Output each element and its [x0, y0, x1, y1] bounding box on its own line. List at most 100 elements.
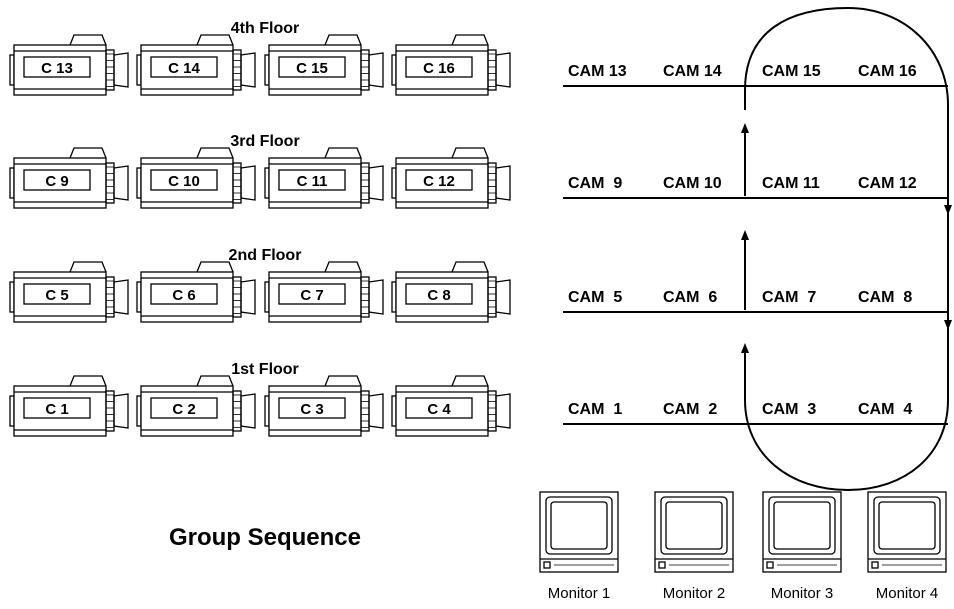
monitor-screen — [773, 501, 831, 550]
camera-label: C 16 — [423, 60, 455, 77]
cam-label: CAM 4 — [858, 401, 912, 418]
floor-label: 3rd Floor — [230, 133, 299, 150]
camera-mount — [196, 34, 234, 46]
cam-label: CAM 11 — [762, 175, 820, 192]
floor-label: 1st Floor — [231, 361, 299, 378]
camera-lens-ring — [105, 49, 115, 91]
camera-label: C 14 — [168, 60, 200, 77]
camera-mount — [451, 261, 489, 273]
camera-label: C 7 — [300, 287, 323, 304]
camera-lens-ring — [105, 276, 115, 318]
camera-lens — [495, 279, 511, 315]
camera-mount — [196, 375, 234, 387]
camera-label-box — [23, 283, 91, 305]
camera: C 10 — [136, 147, 256, 209]
camera-label: C 11 — [297, 173, 328, 190]
camera-label: C 12 — [423, 173, 455, 190]
camera-label: C 5 — [45, 287, 68, 304]
camera-lens-ring — [360, 162, 370, 204]
camera: C 5 — [9, 261, 129, 323]
cam-label: CAM 3 — [762, 401, 816, 418]
camera-label-box — [405, 283, 473, 305]
monitor-label: Monitor 1 — [548, 585, 611, 602]
power-button-icon — [766, 561, 774, 569]
camera: C 16 — [391, 34, 511, 96]
monitor-bezel — [768, 496, 836, 555]
monitor-case — [762, 491, 842, 573]
camera-lens — [368, 393, 384, 429]
cam-label: CAM 10 — [663, 175, 722, 192]
monitor-screen — [878, 501, 936, 550]
camera-mount — [451, 147, 489, 159]
camera-lens — [240, 165, 256, 201]
camera-label: C 2 — [172, 401, 195, 418]
cam-row: CAM 9 CAM 10 CAM 11 CAM 12 — [563, 175, 948, 199]
camera-lens — [113, 279, 129, 315]
camera-lens-ring — [232, 390, 242, 432]
camera-label-box — [278, 56, 346, 78]
camera-lens-ring — [487, 390, 497, 432]
sequence-loop-top — [744, 6, 952, 215]
camera-label-box — [278, 283, 346, 305]
camera-lens-ring — [105, 390, 115, 432]
monitor-label: Monitor 2 — [663, 585, 726, 602]
camera: C 11 — [264, 147, 384, 209]
monitor-case — [867, 491, 947, 573]
camera-label-box — [150, 397, 218, 419]
camera: C 3 — [264, 375, 384, 437]
camera-label-box — [405, 397, 473, 419]
camera-lens — [113, 165, 129, 201]
monitor: Monitor 2 — [654, 491, 734, 602]
cam-label: CAM 6 — [663, 289, 717, 306]
camera: C 1 — [9, 375, 129, 437]
camera: C 12 — [391, 147, 511, 209]
monitor: Monitor 4 — [867, 491, 947, 602]
monitor-label: Monitor 3 — [771, 585, 834, 602]
camera-mount — [69, 261, 107, 273]
camera-lens-ring — [232, 49, 242, 91]
camera-lens-ring — [487, 49, 497, 91]
monitor-case — [654, 491, 734, 573]
cam-label: CAM 12 — [858, 175, 917, 192]
camera-lens — [368, 52, 384, 88]
camera-lens — [113, 52, 129, 88]
camera-label: C 13 — [41, 60, 73, 77]
cam-label: CAM 8 — [858, 289, 912, 306]
camera-lens-ring — [360, 276, 370, 318]
camera-mount — [451, 34, 489, 46]
monitor-bezel — [660, 496, 728, 555]
power-button-icon — [543, 561, 551, 569]
camera-lens — [240, 279, 256, 315]
monitor: Monitor 1 — [539, 491, 619, 602]
camera-lens — [495, 165, 511, 201]
group-sequence-title: Group Sequence — [169, 524, 361, 551]
camera-label: C 15 — [296, 60, 328, 77]
camera-mount — [69, 375, 107, 387]
camera: C 2 — [136, 375, 256, 437]
camera-lens-ring — [360, 49, 370, 91]
power-button-icon — [658, 561, 666, 569]
camera-lens-ring — [105, 162, 115, 204]
camera-label-box — [23, 56, 91, 78]
camera-lens-ring — [360, 390, 370, 432]
camera-lens — [368, 279, 384, 315]
camera-label: C 1 — [45, 401, 68, 418]
camera-label-box — [405, 169, 473, 191]
camera: C 15 — [264, 34, 384, 96]
camera-label-box — [23, 169, 91, 191]
camera: C 13 — [9, 34, 129, 96]
camera: C 6 — [136, 261, 256, 323]
camera-lens-ring — [487, 276, 497, 318]
camera-lens-ring — [487, 162, 497, 204]
cam-label: CAM 15 — [762, 63, 821, 80]
camera-lens — [113, 393, 129, 429]
camera-mount — [324, 147, 362, 159]
camera-label-box — [150, 283, 218, 305]
cam-label: CAM 9 — [568, 175, 622, 192]
camera-lens — [240, 393, 256, 429]
camera: C 7 — [264, 261, 384, 323]
